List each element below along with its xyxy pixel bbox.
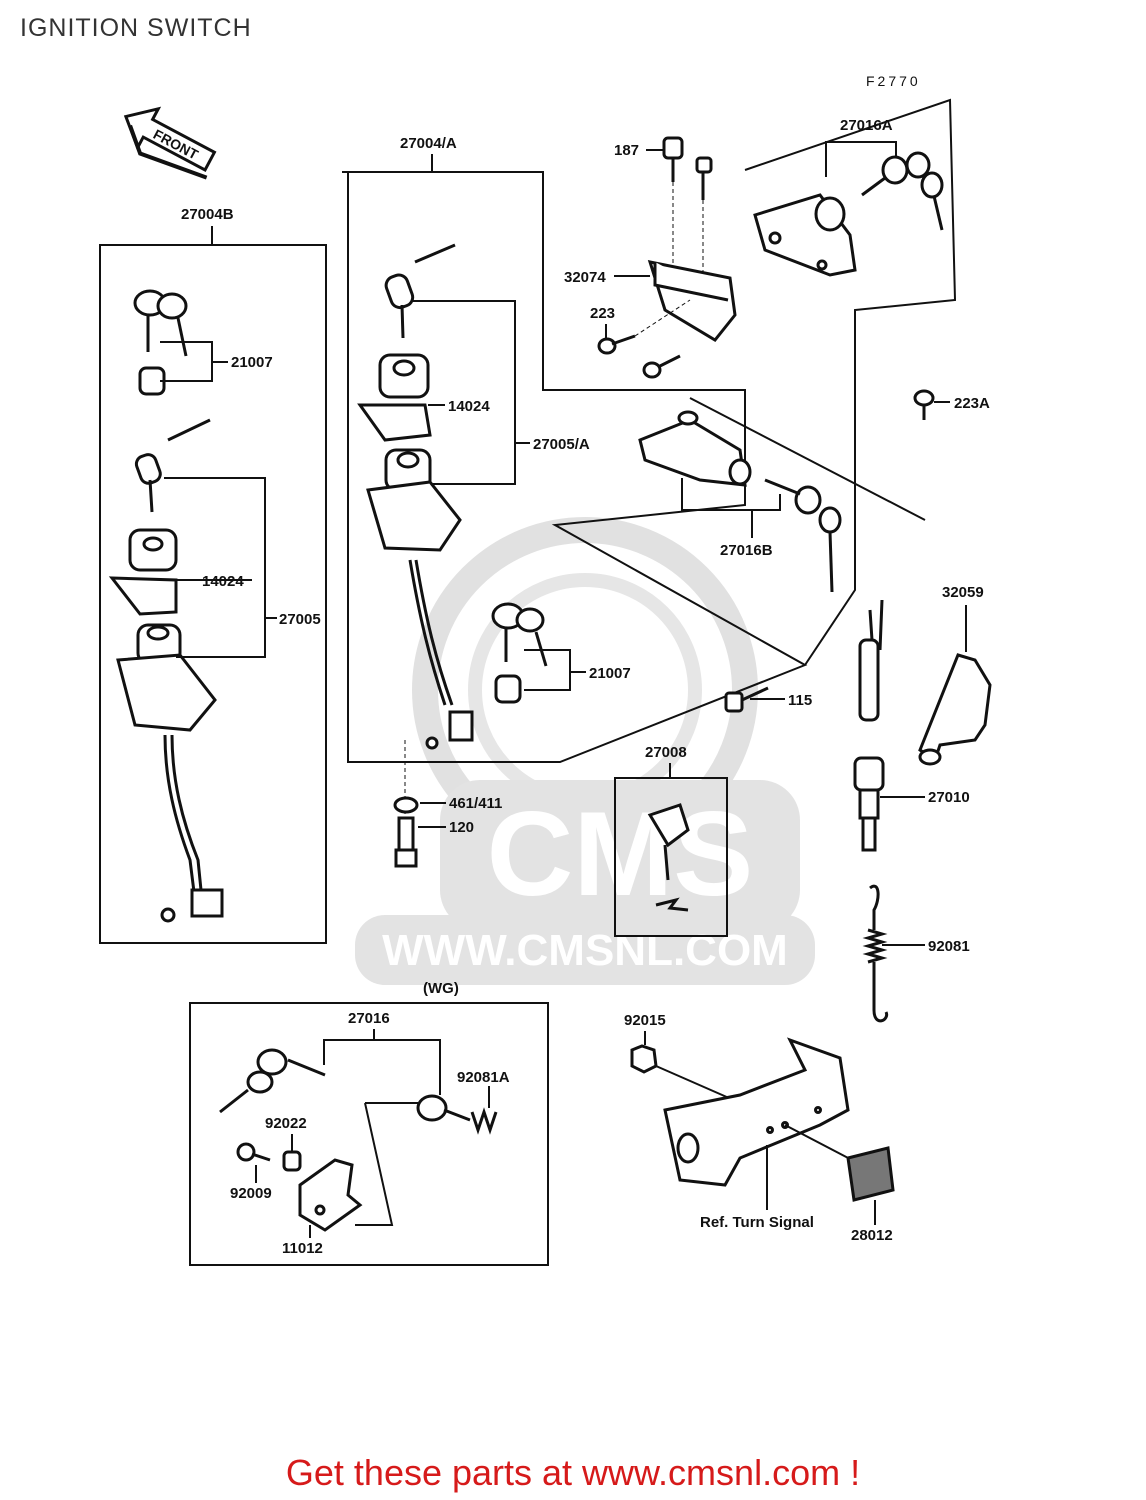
part-label-27004B: 27004B <box>181 206 234 223</box>
brake-switch-icon <box>853 599 885 852</box>
washer-icon <box>393 796 419 814</box>
part-label-32074: 32074 <box>564 269 606 286</box>
part-label-27016B: 27016B <box>720 542 773 559</box>
part-label-461-411: 461/411 <box>449 795 502 812</box>
part-label-223A: 223A <box>954 395 990 412</box>
wg-shutter-plate-icon <box>298 1158 363 1232</box>
part-label-92009: 92009 <box>230 1185 272 1202</box>
wg-key-pair-icon <box>219 1048 326 1114</box>
mid-ignition-body-icon <box>357 353 432 442</box>
group-wg <box>189 1002 549 1266</box>
handlebar-lock-icon <box>753 193 857 277</box>
ignition-switch-icon <box>116 623 224 923</box>
key-pair-icon <box>133 289 188 357</box>
mid-key-pair-icon <box>491 602 548 667</box>
part-label-32059: 32059 <box>942 584 984 601</box>
reflector-icon <box>846 1146 895 1202</box>
key-blank-icon <box>647 803 690 912</box>
part-label-28012: 28012 <box>851 1227 893 1244</box>
wg-screw-icon <box>236 1142 271 1162</box>
seat-lock-icon <box>638 410 752 487</box>
bolt-115-icon <box>724 686 769 713</box>
watermark-logo: CMS <box>487 787 754 921</box>
group-27004A <box>342 171 808 763</box>
nut-icon <box>630 1044 658 1074</box>
wg-lock-cylinder-icon <box>416 1094 471 1122</box>
mid-ignition-switch-icon <box>366 448 474 750</box>
ignition-body-icon <box>108 528 178 616</box>
part-label-27005A: 27005/A <box>533 436 590 453</box>
part-label-120: 120 <box>449 819 474 836</box>
part-label-27010: 27010 <box>928 789 970 806</box>
part-label-27016: 27016 <box>348 1010 390 1027</box>
part-label-115: 115 <box>788 692 812 709</box>
group-27016A <box>744 98 957 666</box>
page-title: IGNITION SWITCH <box>20 14 252 42</box>
wg-clip-icon <box>282 1150 302 1172</box>
key-pair-icon-27016B <box>764 478 842 593</box>
part-label-14024-mid: 14024 <box>448 398 490 415</box>
part-label-92015: 92015 <box>624 1012 666 1029</box>
footer-link[interactable]: Get these parts at www.cmsnl.com ! <box>285 1452 861 1493</box>
spring-92081-icon <box>862 884 889 1023</box>
bolt-icon <box>394 816 418 868</box>
part-label-27004A: 27004/A <box>400 135 457 152</box>
wg-spring-icon <box>470 1107 498 1135</box>
part-label-92081: 92081 <box>928 938 970 955</box>
part-label-27005: 27005 <box>279 611 321 628</box>
mid-lock-cylinder-icon <box>494 674 522 704</box>
screw-icon <box>662 136 713 200</box>
bracket-32059-icon <box>918 653 992 766</box>
front-arrow-icon: FRONT <box>123 106 217 180</box>
screw-223A-icon <box>913 389 935 420</box>
wg-group-header: (WG) <box>423 980 459 997</box>
figure-code: F2770 <box>866 73 921 89</box>
part-label-14024-left: 14024 <box>202 573 244 590</box>
part-label-27016A: 27016A <box>840 117 893 134</box>
part-label-92081A: 92081A <box>457 1069 510 1086</box>
cms-watermark: CMS WWW.CMSNL.COM <box>355 517 815 985</box>
watermark-url: WWW.CMSNL.COM <box>382 926 788 975</box>
part-label-21007-left: 21007 <box>231 354 273 371</box>
part-label-11012: 11012 <box>282 1240 323 1257</box>
part-label-21007-mid: 21007 <box>589 665 631 682</box>
small-screw-icon <box>597 334 681 379</box>
part-label-187: 187 <box>614 142 639 159</box>
key-pair-icon-27016A <box>861 151 944 231</box>
part-label-27008: 27008 <box>645 744 687 761</box>
mid-key-icon <box>384 243 456 339</box>
bracket-cover-icon <box>647 260 737 342</box>
part-label-92022: 92022 <box>265 1115 307 1132</box>
single-key-icon <box>134 418 211 513</box>
ref-turn-signal-note: Ref. Turn Signal <box>700 1214 814 1231</box>
part-label-223: 223 <box>590 305 615 322</box>
turn-signal-bracket-icon <box>663 1037 850 1187</box>
